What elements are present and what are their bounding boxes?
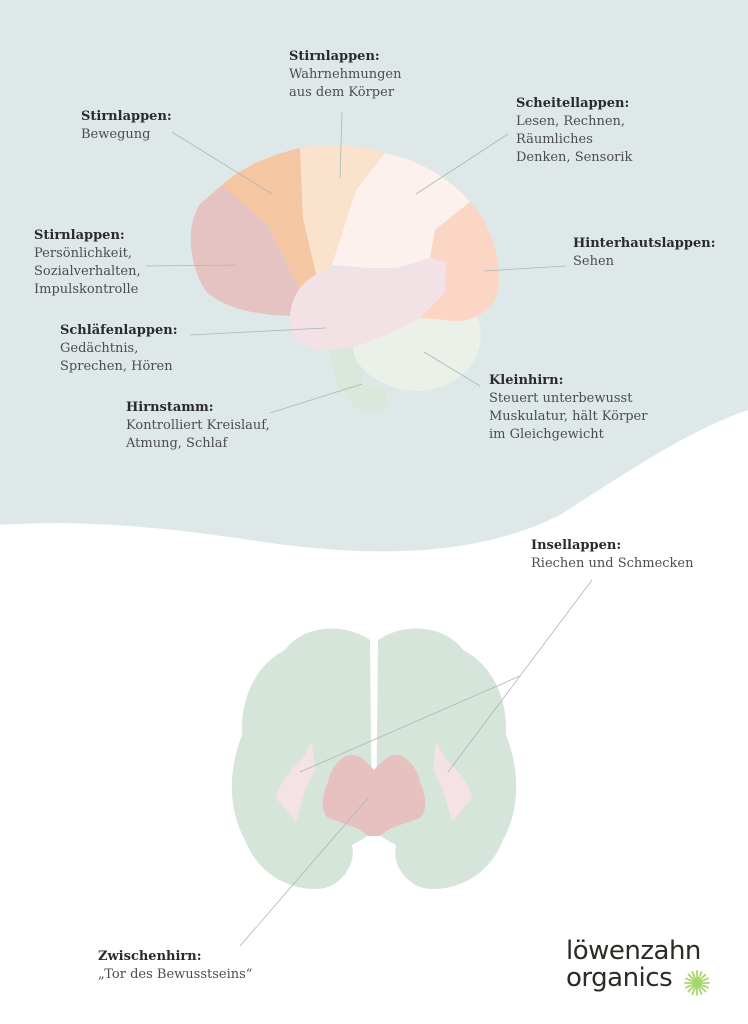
parietal-region bbox=[332, 153, 470, 270]
label-title: Hirnstamm: bbox=[126, 400, 214, 415]
frontal-perception-region bbox=[300, 145, 385, 282]
insula-left bbox=[276, 742, 315, 822]
brain-coronal-view bbox=[231, 628, 517, 890]
label-text: Steuert unterbewusst Muskulatur, hält Kö… bbox=[489, 391, 648, 442]
coronal-right-hemisphere bbox=[376, 628, 517, 890]
label-title: Stirnlappen: bbox=[289, 49, 380, 64]
leader-stirn-bewegung bbox=[171, 131, 273, 195]
leader-hirnstamm bbox=[269, 383, 363, 414]
label-title: Stirnlappen: bbox=[34, 228, 125, 243]
label-hirnstamm: Hirnstamm: Kontrolliert Kreislauf, Atmun… bbox=[126, 399, 270, 453]
brand-logo: löwenzahn organics bbox=[566, 936, 710, 996]
logo-line-2: organics bbox=[566, 963, 673, 993]
label-zwischenhirn: Zwischenhirn: „Tor des Bewusstseins“ bbox=[98, 948, 252, 984]
leader-schlaefen bbox=[189, 327, 327, 336]
leader-stirn-wahrnehmung bbox=[339, 111, 343, 179]
frontal-personality-region bbox=[190, 185, 300, 316]
leader-insel-left bbox=[299, 675, 521, 773]
label-title: Kleinhirn: bbox=[489, 373, 564, 388]
brain-side-view bbox=[190, 145, 499, 410]
label-kleinhirn: Kleinhirn: Steuert unterbewusst Muskulat… bbox=[489, 372, 647, 444]
label-title: Hinterhautslappen: bbox=[573, 236, 716, 251]
label-title: Scheitellappen: bbox=[516, 96, 630, 111]
label-stirnlappen-persoenlichkeit: Stirnlappen: Persönlichkeit, Sozialverha… bbox=[34, 227, 141, 299]
label-title: Stirnlappen: bbox=[81, 109, 172, 124]
label-stirnlappen-bewegung: Stirnlappen: Bewegung bbox=[81, 108, 172, 144]
label-text: Riechen und Schmecken bbox=[531, 556, 694, 571]
leader-scheitel bbox=[415, 133, 509, 195]
diencephalon-region bbox=[322, 754, 426, 836]
leader-lines bbox=[145, 111, 593, 947]
label-stirnlappen-wahrnehmung: Stirnlappen: Wahrnehmungen aus dem Körpe… bbox=[289, 48, 401, 102]
frontal-motor-region bbox=[222, 148, 318, 290]
label-text: Sehen bbox=[573, 254, 615, 269]
label-text: Lesen, Rechnen, Räumliches Denken, Senso… bbox=[516, 114, 633, 165]
label-text: Wahrnehmungen aus dem Körper bbox=[289, 67, 402, 100]
insula-right bbox=[433, 742, 472, 822]
leader-zwischenhirn bbox=[239, 797, 369, 947]
label-text: Kontrolliert Kreislauf, Atmung, Schlaf bbox=[126, 418, 270, 451]
label-title: Zwischenhirn: bbox=[98, 949, 202, 964]
leader-hinterhaupt bbox=[483, 265, 567, 272]
dandelion-icon bbox=[684, 970, 710, 996]
label-title: Schläfenlappen: bbox=[60, 323, 178, 338]
temporal-region bbox=[289, 258, 446, 351]
label-title: Insellappen: bbox=[531, 538, 622, 553]
coronal-left-hemisphere bbox=[231, 628, 372, 890]
leader-kleinhirn bbox=[423, 351, 481, 387]
label-insellappen: Insellappen: Riechen und Schmecken bbox=[531, 537, 694, 573]
occipital-region bbox=[420, 202, 499, 322]
label-scheitellappen: Scheitellappen: Lesen, Rechnen, Räumlich… bbox=[516, 95, 632, 167]
label-hinterhautslappen: Hinterhautslappen: Sehen bbox=[573, 235, 716, 271]
label-text: Persönlichkeit, Sozialverhalten, Impulsk… bbox=[34, 246, 141, 297]
leader-stirn-persoenlichkeit bbox=[145, 264, 237, 267]
logo-line-1: löwenzahn bbox=[566, 936, 701, 966]
label-text: Gedächtnis, Sprechen, Hören bbox=[60, 341, 173, 374]
label-text: Bewegung bbox=[81, 127, 151, 142]
brainstem-region bbox=[326, 335, 388, 410]
label-text: „Tor des Bewusstseins“ bbox=[98, 967, 253, 982]
label-schlaefenlappen: Schläfenlappen: Gedächtnis, Sprechen, Hö… bbox=[60, 322, 178, 376]
